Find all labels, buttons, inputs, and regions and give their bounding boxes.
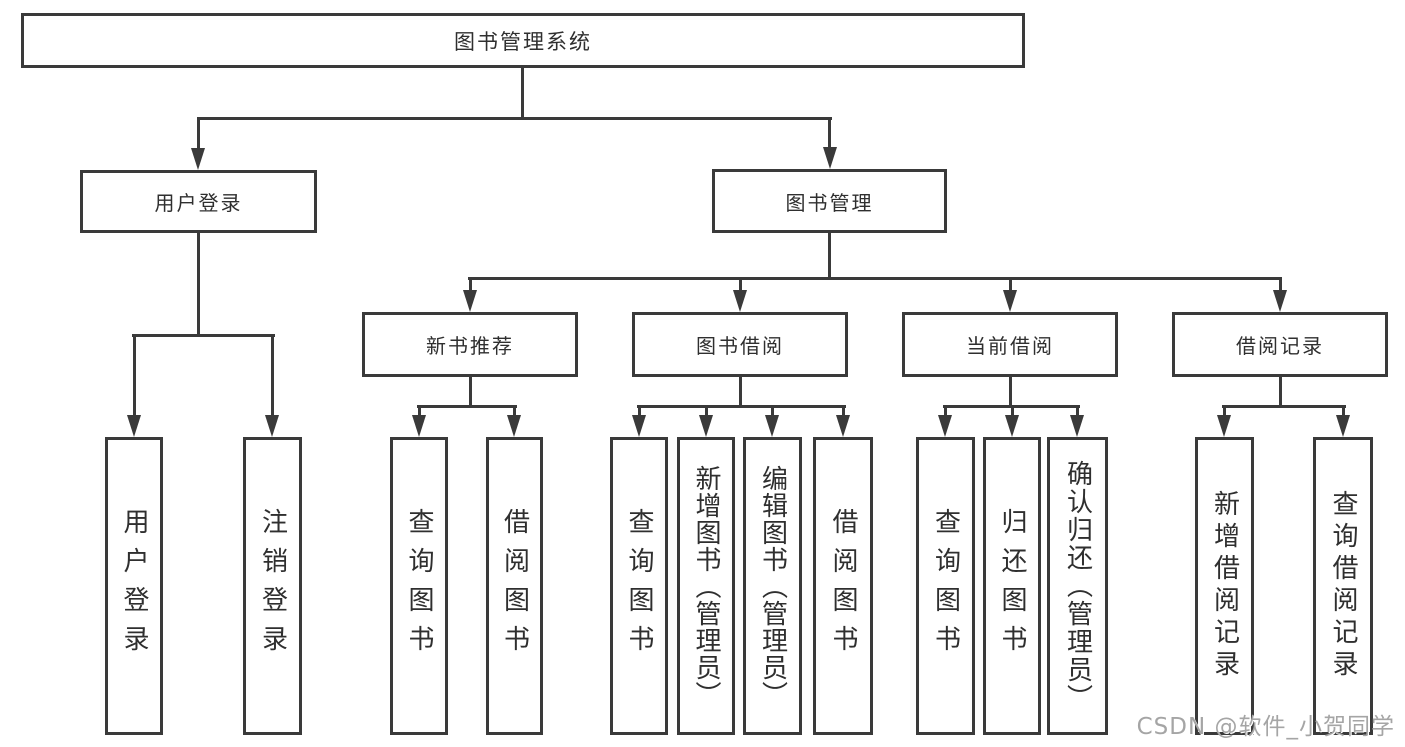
connector-line: [1009, 377, 1012, 406]
connector-line: [944, 408, 947, 417]
node-borrow-records-label: 借阅记录: [1236, 334, 1324, 358]
leaf-records-query-record-label: 查询借阅记录: [1328, 490, 1358, 682]
leaf-borrow-edit-books-admin-label: 编辑图书（管理员）: [757, 464, 788, 708]
leaf-current-return-books: 归还图书: [983, 437, 1041, 735]
connector-line: [1223, 408, 1226, 417]
leaf-current-confirm-return-admin-label: 确认归还（管理员）: [1062, 460, 1093, 712]
arrow-down-icon: [127, 415, 141, 437]
leaf-user-login: 用户登录: [105, 437, 163, 735]
connector-line: [637, 405, 846, 408]
leaf-borrow-borrow-books: 借阅图书: [813, 437, 873, 735]
node-current-borrow-label: 当前借阅: [966, 334, 1054, 358]
leaf-borrow-add-books-admin-label: 新增图书（管理员）: [691, 464, 721, 708]
connector-line: [418, 408, 421, 417]
arrow-down-icon: [699, 415, 713, 437]
leaf-records-add-record-label: 新增借阅记录: [1209, 490, 1240, 682]
connector-line: [469, 377, 472, 406]
leaf-records-query-record: 查询借阅记录: [1313, 437, 1373, 735]
node-book-management: 图书管理: [712, 169, 947, 233]
node-new-book-recommend-label: 新书推荐: [426, 334, 514, 358]
arrow-down-icon: [265, 415, 279, 437]
connector-line: [705, 408, 708, 417]
connector-line: [943, 405, 1080, 408]
node-book-borrow-label: 图书借阅: [696, 334, 784, 358]
connector-line: [1279, 377, 1282, 406]
connector-line: [1076, 408, 1079, 417]
connector-line: [132, 334, 275, 337]
connector-line: [1342, 408, 1345, 417]
leaf-newbook-borrow-books: 借阅图书: [486, 437, 543, 735]
connector-line: [828, 120, 831, 147]
leaf-records-add-record: 新增借阅记录: [1195, 437, 1254, 735]
node-book-borrow: 图书借阅: [632, 312, 848, 377]
connector-line: [1011, 408, 1014, 417]
arrow-down-icon: [1070, 415, 1084, 437]
connector-line: [1009, 280, 1012, 292]
leaf-current-return-books-label: 归还图书: [997, 508, 1027, 664]
leaf-borrow-edit-books-admin: 编辑图书（管理员）: [743, 437, 802, 735]
node-user-login-label: 用户登录: [154, 191, 243, 215]
arrow-down-icon: [765, 415, 779, 437]
node-new-book-recommend: 新书推荐: [362, 312, 578, 377]
watermark-csdn: CSDN @软件_小贺同学: [1136, 714, 1395, 740]
arrow-down-icon: [938, 415, 952, 437]
leaf-logout: 注销登录: [243, 437, 302, 735]
node-library-system: 图书管理系统: [21, 13, 1025, 68]
leaf-current-query-books-label: 查询图书: [930, 508, 961, 664]
arrow-down-icon: [632, 415, 646, 437]
connector-line: [828, 233, 831, 278]
arrow-down-icon: [823, 147, 837, 169]
arrow-down-icon: [191, 148, 205, 170]
connector-line: [133, 337, 136, 417]
arrow-down-icon: [1336, 415, 1350, 437]
arrow-down-icon: [1273, 290, 1287, 312]
node-book-management-label: 图书管理: [785, 190, 874, 215]
arrow-down-icon: [733, 290, 747, 312]
leaf-logout-label: 注销登录: [257, 508, 288, 664]
connector-line: [197, 117, 832, 120]
arrow-down-icon: [507, 415, 521, 437]
connector-line: [468, 277, 1282, 280]
leaf-newbook-query-books: 查询图书: [390, 437, 448, 735]
leaf-borrow-add-books-admin: 新增图书（管理员）: [677, 437, 735, 735]
connector-line: [739, 280, 742, 292]
connector-line: [739, 377, 742, 406]
leaf-newbook-query-books-label: 查询图书: [404, 508, 434, 664]
connector-line: [271, 337, 274, 417]
connector-line: [417, 405, 517, 408]
arrow-down-icon: [1003, 290, 1017, 312]
arrow-down-icon: [836, 415, 850, 437]
leaf-borrow-query-books-label: 查询图书: [624, 508, 654, 664]
node-library-system-label: 图书管理系统: [454, 29, 592, 54]
connector-line: [521, 68, 524, 118]
arrow-down-icon: [1005, 415, 1019, 437]
connector-line: [638, 408, 641, 417]
connector-line: [197, 233, 200, 335]
leaf-user-login-label: 用户登录: [119, 508, 149, 664]
arrow-down-icon: [412, 415, 426, 437]
arrow-down-icon: [463, 290, 477, 312]
leaf-borrow-borrow-books-label: 借阅图书: [828, 508, 858, 664]
leaf-newbook-borrow-books-label: 借阅图书: [499, 508, 530, 664]
leaf-current-confirm-return-admin: 确认归还（管理员）: [1047, 437, 1108, 735]
node-current-borrow: 当前借阅: [902, 312, 1118, 377]
node-user-login: 用户登录: [80, 170, 317, 233]
arrow-down-icon: [1217, 415, 1231, 437]
connector-line: [1222, 405, 1346, 408]
connector-line: [197, 120, 200, 148]
connector-line: [842, 408, 845, 417]
connector-line: [513, 408, 516, 417]
connector-line: [1279, 280, 1282, 292]
leaf-current-query-books: 查询图书: [916, 437, 975, 735]
connector-line: [771, 408, 774, 417]
connector-line: [469, 280, 472, 292]
leaf-borrow-query-books: 查询图书: [610, 437, 668, 735]
node-borrow-records: 借阅记录: [1172, 312, 1388, 377]
